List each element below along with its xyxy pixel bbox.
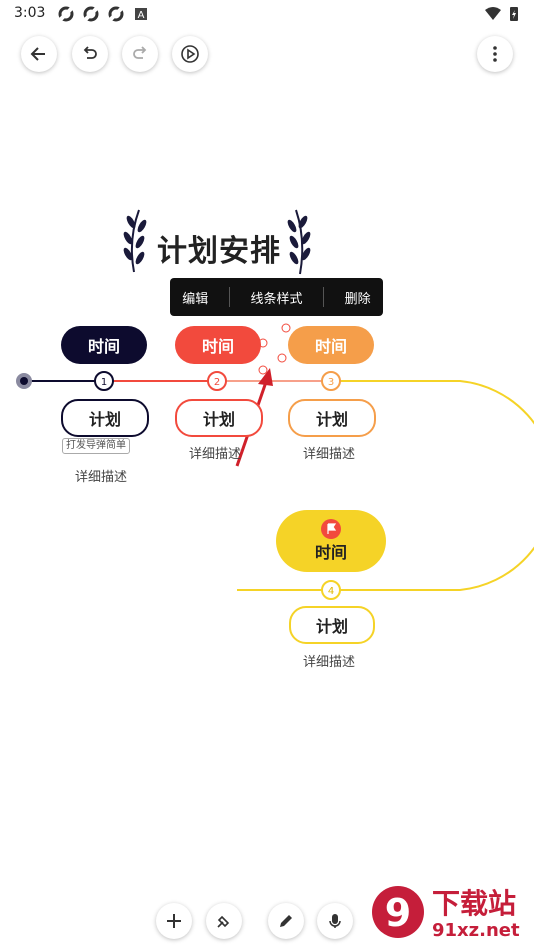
a-icon: A [135, 8, 147, 21]
add-button[interactable] [156, 903, 192, 939]
plan-node-2[interactable]: 计划 [175, 399, 263, 437]
selection-handle[interactable] [258, 365, 268, 375]
style-button[interactable] [206, 903, 242, 939]
pen-button[interactable] [268, 903, 304, 939]
time-node-4[interactable]: 时间 [276, 510, 386, 572]
sync-icon [58, 6, 74, 22]
time-node-3[interactable]: 时间 [288, 326, 374, 364]
pen-icon [280, 915, 292, 927]
more-button[interactable] [477, 36, 513, 72]
selection-handle[interactable] [281, 323, 291, 333]
watermark-logo-text: 9 [385, 891, 411, 935]
watermark: 9 下载站 91xz.net [370, 880, 534, 950]
node-number-3: 3 [328, 377, 334, 388]
node-tag[interactable]: 打发导弹简单 [62, 438, 130, 454]
context-menu: 编辑 线条样式 删除 [170, 278, 383, 316]
mic-button[interactable] [317, 903, 353, 939]
start-dot-inner [20, 377, 28, 385]
detail-text-4[interactable]: 详细描述 [303, 655, 356, 670]
more-vertical-icon [493, 46, 497, 62]
line-segment-4[interactable] [237, 380, 534, 591]
plan-node-4[interactable]: 计划 [289, 606, 375, 644]
style-icon [217, 915, 230, 928]
menu-divider [323, 287, 325, 307]
back-icon [30, 47, 45, 61]
mic-icon [329, 914, 341, 928]
annotation-arrow-head [258, 368, 273, 386]
play-button[interactable] [172, 36, 208, 72]
node-marker-1[interactable] [94, 371, 114, 391]
laurel-left-icon [123, 209, 147, 273]
flag-icon [321, 519, 341, 539]
redo-button[interactable] [122, 36, 158, 72]
menu-line-style[interactable]: 线条样式 [250, 291, 303, 307]
menu-divider [228, 287, 230, 307]
selection-handle[interactable] [277, 353, 287, 363]
play-icon [181, 45, 199, 63]
menu-delete[interactable]: 删除 [344, 291, 371, 307]
watermark-text: 下载站 [432, 887, 517, 920]
svg-text:A: A [138, 10, 145, 21]
watermark-url: 91xz.net [432, 920, 520, 941]
time-node-1[interactable]: 时间 [61, 326, 147, 364]
time-node-2[interactable]: 时间 [175, 326, 261, 364]
node-marker-3[interactable] [321, 371, 341, 391]
detail-text-1[interactable]: 详细描述 [75, 470, 128, 485]
node-marker-4[interactable] [321, 580, 341, 600]
detail-text-3[interactable]: 详细描述 [303, 447, 356, 462]
plan-node-1[interactable]: 计划 [61, 399, 149, 437]
time-node-4-label: 时间 [314, 543, 347, 562]
sync-icon [108, 6, 124, 22]
redo-icon [133, 46, 147, 59]
node-number-1: 1 [101, 377, 107, 388]
node-marker-2[interactable] [207, 371, 227, 391]
battery-icon [510, 7, 518, 21]
status-time: 3:03 [14, 5, 46, 21]
watermark-logo: 9 [372, 886, 424, 938]
menu-edit[interactable]: 编辑 [182, 291, 209, 307]
plan-node-3[interactable]: 计划 [288, 399, 376, 437]
undo-button[interactable] [72, 36, 108, 72]
add-icon [167, 914, 181, 928]
node-number-4: 4 [328, 586, 334, 597]
map-title[interactable]: 计划安排 [157, 234, 281, 269]
wifi-icon [485, 7, 501, 20]
back-button[interactable] [21, 36, 57, 72]
node-number-2: 2 [214, 377, 220, 388]
detail-text-2[interactable]: 详细描述 [189, 447, 242, 462]
undo-icon [83, 46, 97, 59]
status-bar: 3:03 A [0, 0, 534, 28]
laurel-right-icon [287, 209, 311, 275]
sync-icon [83, 6, 99, 22]
